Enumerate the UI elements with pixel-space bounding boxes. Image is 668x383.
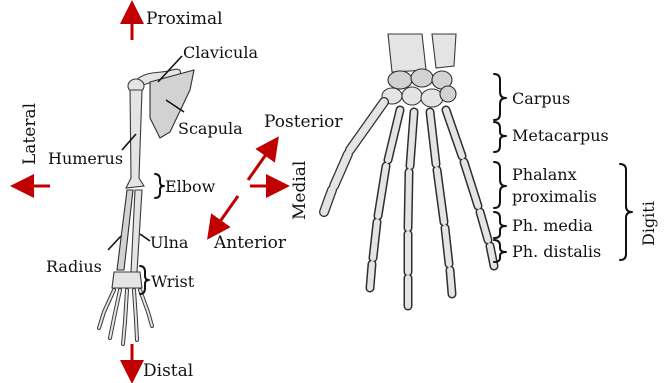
ph-distalis-label: Ph. distalis: [512, 242, 601, 261]
carpal-bones: [382, 69, 456, 107]
wrist-label: Wrist: [151, 272, 195, 291]
ph-media-label: Ph. media: [512, 216, 593, 235]
ulna-distal-end: [432, 34, 456, 68]
phalanx-proximalis-brace: [494, 162, 506, 208]
humerus-bone: [126, 90, 144, 188]
hand-skeleton: [324, 34, 494, 306]
posterior-arrow: [248, 146, 272, 180]
distal-label: Distal: [143, 361, 193, 381]
radius-distal-end: [388, 34, 426, 72]
radius-leader: [108, 236, 121, 250]
digiti-brace: [620, 164, 632, 260]
elbow-brace: [155, 174, 164, 198]
anterior-arrow: [214, 196, 238, 230]
humerus-label: Humerus: [48, 149, 123, 168]
phalanx-label-line1: Phalanx: [512, 165, 577, 184]
lateral-label: Lateral: [20, 103, 40, 165]
clavicula-label: Clavicula: [183, 43, 258, 62]
ulna-label: Ulna: [150, 233, 189, 252]
phalanx-label-line2: proximalis: [512, 187, 597, 206]
ulna-leader: [140, 234, 150, 241]
medial-label: Medial: [290, 161, 310, 220]
radius-label: Radius: [46, 257, 102, 276]
ulna-bone: [131, 190, 142, 272]
carpus-label: Carpus: [512, 89, 570, 108]
ph-media-brace: [494, 212, 506, 238]
digiti-label: Digiti: [639, 201, 658, 246]
arm-skeleton: [99, 69, 194, 344]
proximal-label: Proximal: [146, 9, 223, 29]
anterior-label: Anterior: [213, 233, 287, 253]
metacarpus-brace: [494, 122, 506, 152]
radius-bone: [117, 190, 133, 270]
posterior-label: Posterior: [264, 112, 343, 132]
scapula-label: Scapula: [178, 119, 243, 138]
metacarpus-label: Metacarpus: [512, 126, 609, 145]
elbow-label: Elbow: [165, 177, 216, 196]
arm-carpals: [112, 272, 142, 288]
carpus-brace: [494, 74, 506, 120]
